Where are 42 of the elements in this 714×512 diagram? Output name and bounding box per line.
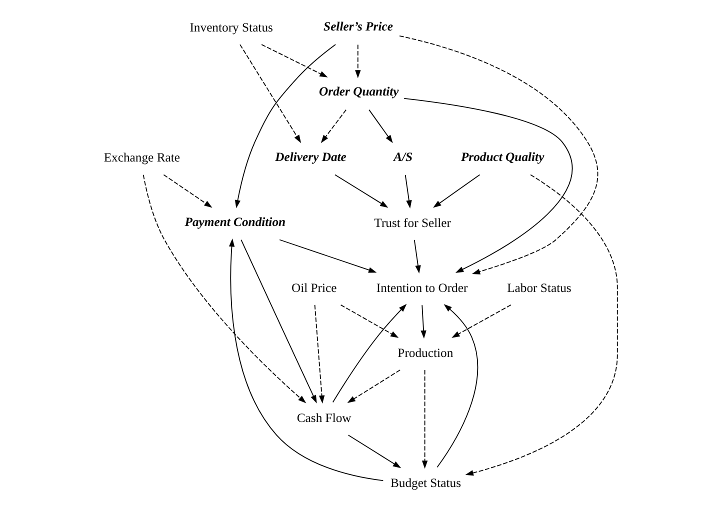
arrow [348,434,402,468]
arrow [433,174,480,208]
node-text: Budget Status [390,476,462,490]
arrow [163,174,212,208]
arrow [240,239,317,404]
arrow [314,304,325,404]
node-text: Oil Price [291,280,337,295]
arrow [340,304,399,338]
arrow [279,239,377,273]
arrow [142,174,306,404]
node-text: Cash Flow [296,411,352,426]
arrow [234,44,336,208]
node-text: Payment Condition [184,214,286,229]
arrow [334,174,388,208]
node-text: Delivery Date [275,150,346,164]
node-text: Seller’s Price [324,20,393,34]
node-text: Exchange Rate [104,150,180,165]
arrow [422,370,428,469]
arrow [355,44,361,78]
arrow [332,304,407,403]
node-text: A/S [394,150,413,164]
arrow [465,174,618,476]
node-text: Order Quantity [319,84,399,99]
node-text: Product Quality [460,150,544,164]
arrow [414,240,421,274]
arrow [404,98,573,273]
node-text: Intention to Order [376,280,468,295]
node-text: Production [398,346,454,360]
arrow [368,109,393,144]
arrow [436,304,478,468]
node-text: Inventory Status [190,20,273,35]
arrow [452,304,512,338]
node-text: Trust for Seller [374,216,451,230]
arrow [320,109,347,144]
arrow [420,304,426,339]
arrow [228,238,384,482]
arrow [261,44,328,78]
arrow [240,44,302,144]
arrow [399,35,598,274]
arrow [347,370,400,404]
node-text: Labor Status [507,280,572,295]
arrow [404,174,412,208]
